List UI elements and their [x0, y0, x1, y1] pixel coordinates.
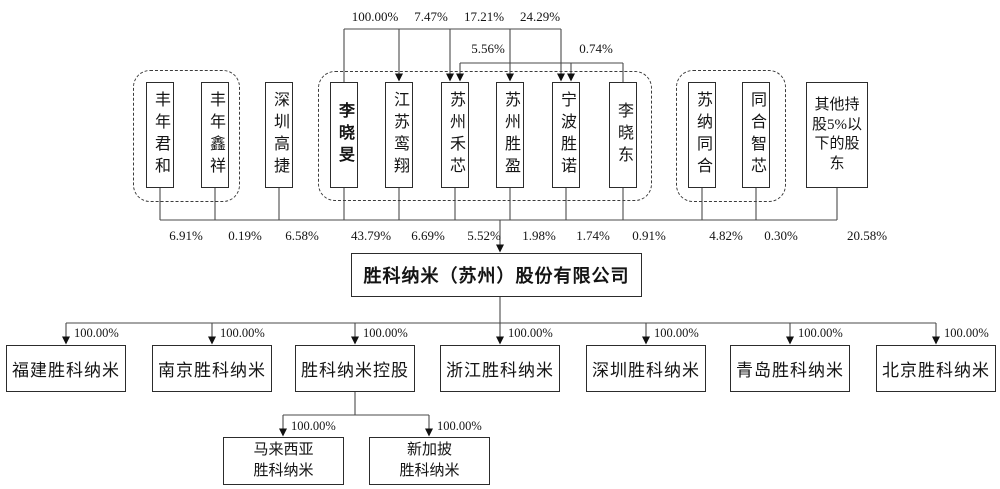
ownership-pct-label: 1.74%: [576, 228, 610, 243]
shareholder-name: 宁波胜诺: [558, 91, 575, 179]
shareholder-box: 宁波胜诺: [552, 82, 580, 188]
shareholder-box: 同合智芯: [742, 82, 770, 188]
fengnian-group-outline: [133, 70, 240, 202]
ownership-pct-label: 4.82%: [709, 228, 743, 243]
sub-subsidiary-name: 马来西亚胜科纳米: [253, 442, 314, 479]
shareholder-name: 李晓旻: [336, 102, 353, 168]
shareholder-box: 深圳高捷: [265, 82, 293, 188]
subsidiary-box: 胜科纳米控股: [295, 345, 415, 392]
shareholder-name: 苏州禾芯: [447, 91, 464, 179]
ownership-pct-label: 6.91%: [169, 228, 203, 243]
subsidiary-box: 北京胜科纳米: [876, 345, 996, 392]
cross-holding-pct-label: 7.47%: [414, 9, 448, 24]
subsidiary-pct-label: 100.00%: [654, 326, 699, 340]
sub-subsidiary-name: 新加披胜科纳米: [399, 442, 460, 479]
subsidiary-pct-label: 100.00%: [798, 326, 843, 340]
ownership-pct-label: 6.58%: [285, 228, 319, 243]
subsidiary-box: 青岛胜科纳米: [730, 345, 850, 392]
ownership-pct-label: 43.79%: [350, 228, 392, 243]
shareholder-box: 苏纳同合: [688, 82, 716, 188]
ownership-pct-label: 6.69%: [411, 228, 445, 243]
ownership-pct-label: 0.19%: [228, 228, 262, 243]
subsidiary-pct-label: 100.00%: [74, 326, 119, 340]
subsidiary-pct-label: 100.00%: [944, 326, 989, 340]
subsidiary-name: 福建胜科纳米: [12, 361, 120, 380]
cross-holding-pct-label: 5.56%: [471, 41, 505, 56]
shareholder-box: 苏州胜盈: [496, 82, 524, 188]
tonghe-group-outline: [676, 70, 786, 202]
sub-subsidiary-pct-label: 100.00%: [437, 419, 482, 433]
company-box: 胜科纳米（苏州）股份有限公司: [351, 253, 642, 297]
ownership-pct-label: 0.91%: [632, 228, 666, 243]
shareholder-box: 丰年君和: [146, 82, 174, 188]
subsidiary-pct-label: 100.00%: [508, 326, 553, 340]
cross-holding-pct-label: 24.29%: [519, 9, 561, 24]
shareholder-name: 丰年鑫祥: [207, 91, 224, 179]
cross-holding-pct-label: 0.74%: [579, 41, 613, 56]
shareholder-box-controller: 李晓旻: [330, 82, 358, 188]
sub-subsidiary-box: 新加披胜科纳米: [369, 437, 490, 485]
sub-subsidiary-box: 马来西亚胜科纳米: [223, 437, 344, 485]
shareholder-name: 同合智芯: [748, 91, 765, 179]
ownership-pct-label: 1.98%: [522, 228, 556, 243]
subsidiary-pct-label: 100.00%: [363, 326, 408, 340]
shareholder-name: 丰年君和: [152, 91, 169, 179]
shareholder-box-other: 其他持股5%以下的股东: [806, 82, 868, 188]
cross-holding-pct-label: 17.21%: [463, 9, 505, 24]
shareholder-name: 深圳高捷: [271, 91, 288, 179]
shareholder-box: 李晓东: [609, 82, 637, 188]
shareholder-box: 苏州禾芯: [441, 82, 469, 188]
shareholder-box: 丰年鑫祥: [201, 82, 229, 188]
shareholder-name: 其他持股5%以下的股东: [812, 97, 862, 172]
subsidiary-name: 深圳胜科纳米: [592, 361, 700, 380]
ownership-pct-label: 20.58%: [846, 228, 888, 243]
cross-holding-pct-label: 100.00%: [351, 9, 399, 24]
founder-group-outline: [318, 71, 652, 201]
ownership-pct-label: 0.30%: [764, 228, 798, 243]
shareholder-name: 江苏鸾翔: [391, 91, 408, 179]
subsidiary-name: 青岛胜科纳米: [736, 361, 844, 380]
subsidiary-name: 北京胜科纳米: [882, 361, 990, 380]
company-name: 胜科纳米（苏州）股份有限公司: [363, 266, 630, 286]
subsidiary-box: 福建胜科纳米: [6, 345, 126, 392]
subsidiary-box: 南京胜科纳米: [152, 345, 272, 392]
shareholder-name: 苏纳同合: [694, 91, 711, 179]
subsidiary-pct-label: 100.00%: [220, 326, 265, 340]
ownership-pct-label: 5.52%: [467, 228, 501, 243]
subsidiary-name: 南京胜科纳米: [158, 361, 266, 380]
subsidiary-name: 浙江胜科纳米: [446, 361, 554, 380]
shareholder-name: 李晓东: [615, 102, 632, 168]
sub-subsidiary-pct-label: 100.00%: [291, 419, 336, 433]
subsidiary-box: 浙江胜科纳米: [440, 345, 560, 392]
shareholder-box: 江苏鸾翔: [385, 82, 413, 188]
subsidiary-box: 深圳胜科纳米: [586, 345, 706, 392]
subsidiary-name: 胜科纳米控股: [301, 361, 409, 380]
shareholder-name: 苏州胜盈: [502, 91, 519, 179]
